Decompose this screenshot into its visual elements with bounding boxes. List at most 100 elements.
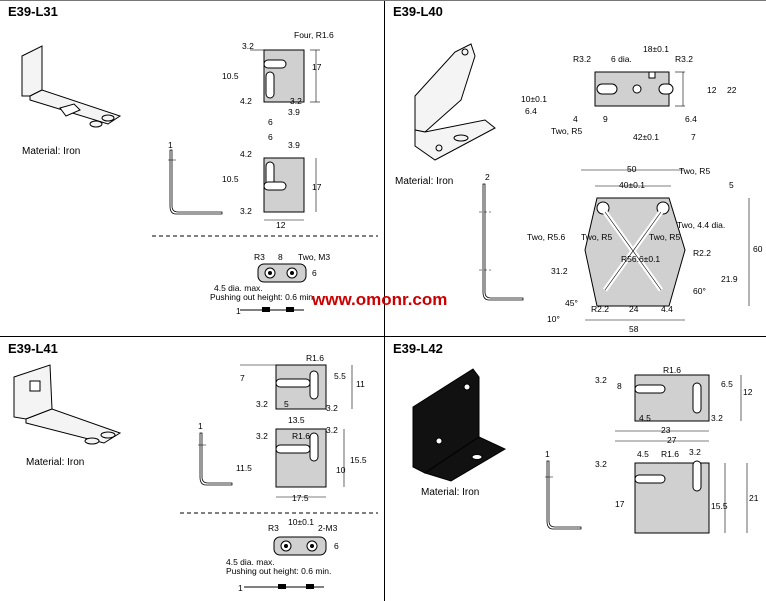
dim-label: 40±0.1 [619, 180, 645, 190]
horizontal-divider [0, 336, 766, 337]
panel-e39-l41: E39-L41 Material: Iron [0, 337, 384, 601]
dim-label: 17 [312, 182, 322, 192]
dim-label: 27 [667, 435, 677, 445]
dim-label: 5.5 [334, 371, 346, 381]
plate-main-view [581, 169, 750, 321]
dim-label: R1.6 [306, 353, 324, 363]
dim-label: 10° [547, 314, 560, 324]
bracket-iso-view [21, 45, 122, 128]
dim-label: Two, R5.6 [527, 232, 566, 242]
dim-label: 17 [312, 62, 322, 72]
dim-label: 4 [573, 114, 578, 124]
dim-label: 21 [749, 493, 759, 503]
side-profile [199, 432, 233, 486]
dim-label: 12 [743, 387, 753, 397]
plate-bottom-view [263, 157, 317, 221]
dim-label: 24 [629, 304, 639, 314]
dim-label: 8 [617, 381, 622, 391]
dim-label: R3 [254, 252, 265, 262]
dim-label: 60° [693, 286, 706, 296]
dim-label: 7 [691, 132, 696, 142]
dim-label: 21.9 [721, 274, 738, 284]
e39-l42-drawing: 3.2 8 R1.6 6.5 12 4.5 23 3.2 27 1 3.2 4.… [412, 365, 759, 534]
dim-label: 2 [485, 172, 490, 182]
dim-label: 3.9 [288, 140, 300, 150]
dim-label: 5 [729, 180, 734, 190]
dim-label: 6 [334, 541, 339, 551]
side-profile [169, 149, 223, 215]
dim-label: 3.2 [711, 413, 723, 423]
dim-label: 17.5 [292, 493, 309, 503]
dim-label: 15.5 [711, 501, 728, 511]
material-label: Material: Iron [26, 457, 85, 468]
dim-label: 17 [615, 499, 625, 509]
dim-label: Pushing out height: 0.6 min. [226, 566, 331, 576]
dim-label: 1 [236, 306, 241, 316]
dim-label: 3.2 [290, 96, 302, 106]
dim-label: 3.2 [242, 41, 254, 51]
material-label: Material: Iron [395, 176, 454, 187]
dim-label: 11.5 [236, 463, 252, 473]
dim-label: 6 dia. [611, 54, 632, 64]
dim-label: 42±0.1 [633, 132, 659, 142]
vertical-divider [384, 0, 385, 601]
dim-label: 8 [278, 252, 283, 262]
dim-label: 3.2 [240, 206, 252, 216]
dim-label: 10.5 [222, 71, 239, 81]
plate-bottom-view [275, 428, 345, 498]
dim-label: 4.5 dia. max. [226, 557, 275, 567]
dim-label: Two, R5 [581, 232, 612, 242]
panel-title: E39-L40 [393, 4, 443, 19]
dim-label: 22 [727, 85, 737, 95]
side-profile [482, 183, 524, 301]
dim-label: 10±0.1 [521, 94, 547, 104]
dim-label: 10.5 [222, 174, 239, 184]
bracket-iso-view [412, 368, 507, 482]
panel-title: E39-L41 [8, 341, 58, 356]
side-profile [546, 460, 582, 530]
plate-bottom-view [634, 460, 748, 534]
dim-label: 3.2 [595, 459, 607, 469]
material-label: Material: Iron [421, 487, 480, 498]
dim-label: R3 [268, 523, 279, 533]
panel-title: E39-L42 [393, 341, 443, 356]
dim-label: 12 [707, 85, 717, 95]
nut-plate-view [240, 263, 307, 312]
dim-label: 4.5 [639, 413, 651, 423]
dim-label: 58 [629, 324, 639, 334]
dim-label: 45° [565, 298, 578, 308]
dim-label: 1 [198, 421, 203, 431]
dim-label: 12 [276, 220, 286, 230]
dim-label: R2.2 [591, 304, 609, 314]
dim-label: 5 [284, 399, 289, 409]
dim-label: R56.6±0.1 [621, 254, 660, 264]
dim-label: 9 [603, 114, 608, 124]
dim-label: Two, M3 [298, 252, 330, 262]
plate-top-view [250, 49, 320, 103]
dim-label: 4.4 [661, 304, 673, 314]
dim-label: 4.2 [240, 149, 252, 159]
dim-label: R1.6 [661, 449, 679, 459]
material-label: Material: Iron [22, 146, 81, 157]
dim-label: 3.2 [256, 399, 268, 409]
outer-border [0, 0, 766, 1]
dim-label: 31.2 [551, 266, 568, 276]
dim-label: 6.5 [721, 379, 733, 389]
dim-label: 4.5 dia. max. [214, 283, 263, 293]
plate-top-view [615, 374, 742, 442]
dim-label: 2-M3 [318, 523, 338, 533]
panel-e39-l31: E39-L31 Material: Iron [0, 0, 384, 336]
plate-top-view [240, 364, 353, 410]
dim-label: 4.5 [637, 449, 649, 459]
dim-label: 50 [627, 164, 637, 174]
dim-label: 3.2 [326, 403, 338, 413]
plate-top-view [594, 71, 685, 107]
dim-label: R2.2 [693, 248, 711, 258]
dim-label: 3.2 [256, 431, 268, 441]
dim-label: 13.5 [288, 415, 305, 425]
dim-label: 15.5 [350, 455, 367, 465]
panel-e39-l42: E39-L42 Material: Iron [385, 337, 766, 601]
bracket-iso-view [414, 43, 496, 161]
e39-l41-drawing: R1.6 7 5.5 11 3.2 5 3.2 13.5 3.2 R1.6 3.… [13, 353, 378, 593]
